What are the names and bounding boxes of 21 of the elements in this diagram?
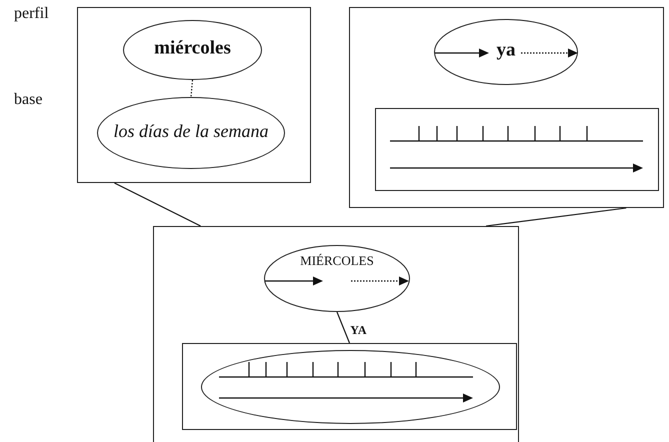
ellipse — [434, 19, 578, 85]
dotted-line — [190, 80, 194, 98]
frame-box — [349, 7, 664, 208]
connector-line — [336, 312, 350, 344]
side-label: perfil — [14, 5, 49, 23]
side-label: base — [14, 91, 42, 109]
edge-label: YA — [350, 324, 366, 336]
ellipse — [123, 20, 262, 80]
node-text: ya — [496, 40, 516, 62]
ellipse — [201, 350, 500, 424]
ellipse — [97, 97, 285, 169]
frame-box — [375, 108, 659, 191]
node-text: miércoles — [154, 38, 231, 60]
node-text: los días de la semana — [114, 122, 268, 142]
frame-box — [182, 343, 517, 430]
node-text: MIÉRCOLES — [300, 254, 374, 268]
connector-line — [486, 207, 626, 227]
ellipse — [264, 245, 410, 312]
frame-box — [153, 226, 519, 442]
frame-box — [77, 7, 311, 183]
connector-line — [114, 182, 201, 226]
